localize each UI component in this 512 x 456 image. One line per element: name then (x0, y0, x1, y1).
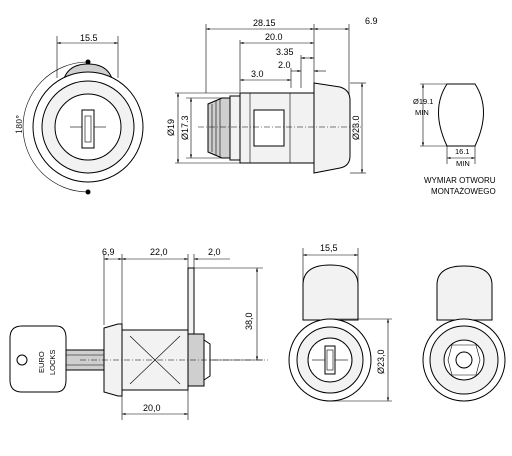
body-length-label: 20.0 (265, 32, 283, 42)
side-view-top: 28.15 6.9 20.0 3.35 2.0 3.0 (166, 16, 378, 174)
dia-23-label: Ø23.0 (351, 115, 361, 140)
hole-width-min-label: MIN (456, 159, 470, 168)
mounting-hole-view: Ø19.1 MIN 16.1 MIN WYMIAR OTWORU MONTAŻO… (413, 83, 496, 196)
bottom-cam-len-label: 38,0 (244, 312, 254, 330)
overall-length-label: 28.15 (253, 18, 276, 28)
dim-30-label: 3.0 (251, 69, 264, 79)
hole-dia-label: Ø19.1 (413, 97, 433, 106)
front-view-top: 15.5 180° (15, 33, 144, 195)
hole-width-label: 16.1 (455, 147, 470, 156)
side-view-bottom: 6,9 22,0 2,0 38,0 EURO LOCKS 20,0 (9, 247, 268, 420)
bottom-body20-label: 20,0 (143, 403, 161, 413)
front-view-bottom: 15,5 Ø23,0 (288, 243, 392, 402)
bottom-front-width-label: 15,5 (320, 243, 338, 253)
hole-caption-1: WYMIAR OTWORU (424, 176, 496, 185)
front-width-label: 15.5 (80, 33, 98, 43)
dim-20-label: 2.0 (278, 60, 291, 70)
key-brand-2: LOCKS (48, 350, 57, 375)
bottom-flange-label: 6,9 (102, 247, 115, 257)
flange-label: 6.9 (365, 16, 378, 26)
dia-19-label: Ø19 (166, 119, 176, 136)
rear-view-bottom (422, 265, 506, 402)
bottom-len22-label: 22,0 (150, 247, 168, 257)
hole-caption-2: MONTAŻOWEGO (431, 187, 496, 196)
bottom-front-dia-label: Ø23,0 (376, 349, 386, 374)
hole-dia-min-label: MIN (415, 108, 429, 117)
rotation-angle-label: 180° (15, 115, 24, 134)
key-brand-1: EURO (37, 351, 46, 373)
dim-335-label: 3.35 (276, 47, 294, 57)
bottom-cam-t-label: 2,0 (208, 247, 221, 257)
dia-17-label: Ø17.3 (180, 115, 190, 140)
